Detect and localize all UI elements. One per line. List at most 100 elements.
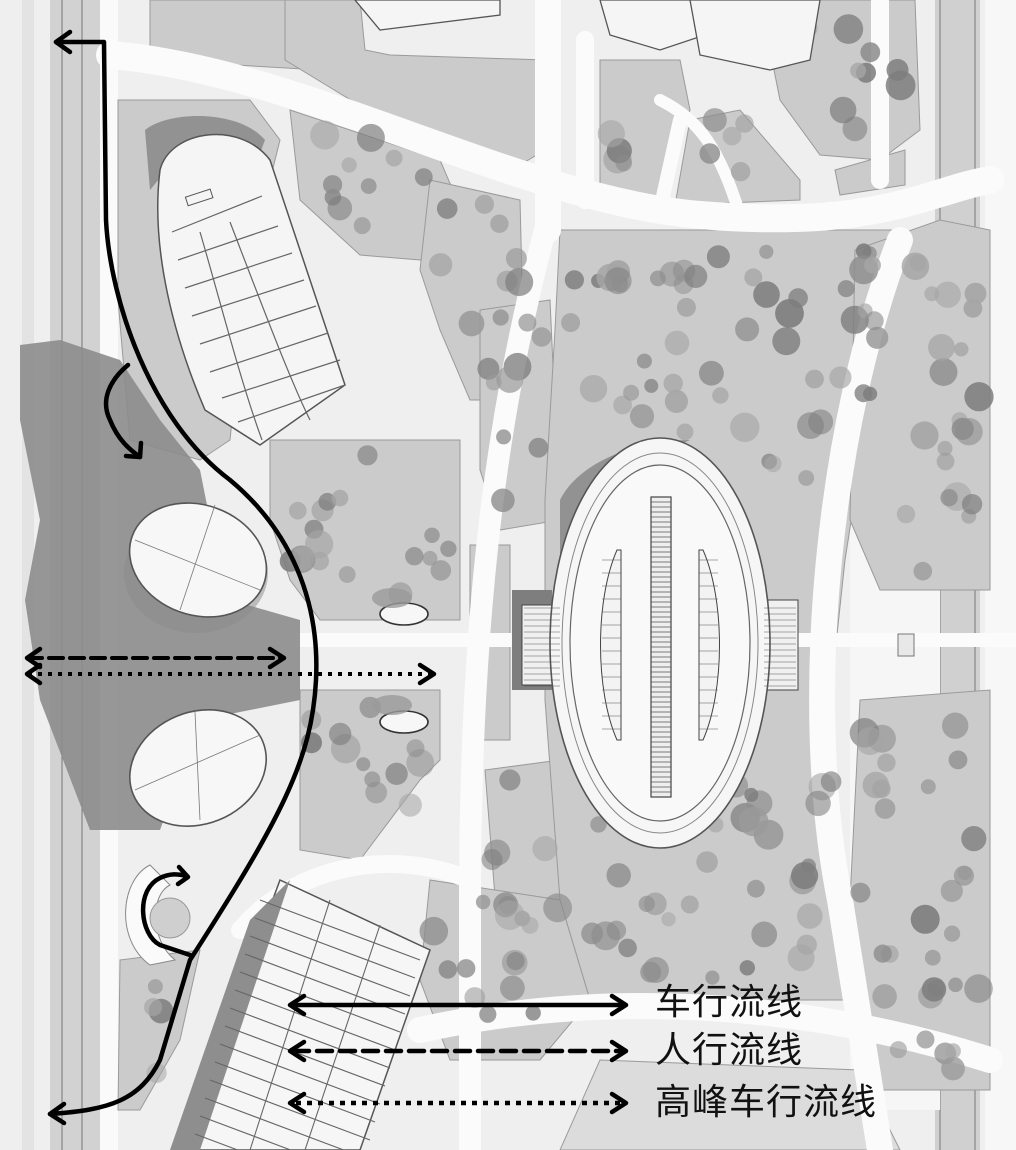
roof-panel-line [239, 971, 401, 1033]
tree [525, 1005, 541, 1021]
tree [357, 445, 378, 466]
tree [864, 311, 884, 331]
tree [829, 96, 857, 124]
legend-arrow-dotted-left [287, 1091, 307, 1115]
peak-arrowhead-east [417, 662, 437, 686]
vehicle-arrowhead-nw [53, 29, 73, 55]
tree [618, 938, 637, 958]
tree [941, 1056, 965, 1081]
tree [428, 253, 453, 277]
tree [753, 281, 780, 308]
tree [505, 248, 527, 269]
tree [613, 395, 632, 415]
tree [934, 281, 961, 308]
vehicle-route-drop-off-north [103, 362, 143, 460]
tree [606, 920, 627, 941]
tree [873, 944, 892, 963]
tree [365, 781, 388, 804]
building-northwest [157, 133, 346, 446]
tree [664, 330, 690, 356]
tree [964, 382, 994, 412]
tree [385, 149, 403, 167]
tree [924, 949, 941, 966]
tree [833, 14, 864, 44]
roof-panel-line [224, 1025, 386, 1087]
central-stadium [512, 437, 799, 849]
legend-arrow-dotted-right [609, 1091, 629, 1115]
roof-rib [249, 899, 331, 1150]
tree [636, 353, 652, 369]
tree [872, 984, 897, 1009]
tree [144, 998, 163, 1017]
tree [338, 566, 356, 583]
tree [531, 327, 552, 347]
tree [856, 727, 884, 756]
vehicle-arrowhead-sw [47, 1101, 67, 1126]
vehicle-arrowhead-turnaround [175, 864, 191, 887]
tree [744, 787, 759, 802]
tree [787, 944, 815, 972]
tree [629, 404, 655, 429]
tree [928, 334, 955, 361]
tree [532, 836, 558, 862]
tree [916, 1030, 935, 1049]
tree [606, 863, 631, 888]
tree [579, 375, 608, 403]
roof-panel-line [259, 899, 421, 961]
tree [406, 739, 425, 758]
tree [494, 900, 525, 930]
roof-panel-line [199, 1115, 293, 1150]
tree [885, 70, 916, 101]
tree [500, 975, 525, 1001]
tree [398, 793, 422, 817]
tree [896, 504, 916, 524]
tree [735, 317, 760, 342]
tree [877, 753, 896, 772]
tree [640, 961, 662, 983]
roof-rib [304, 924, 381, 1150]
pedestrian-arrowhead-west [24, 646, 43, 670]
tree [561, 313, 581, 333]
tree [706, 245, 730, 269]
tree [759, 244, 774, 259]
tree [951, 417, 974, 440]
tree [353, 217, 371, 235]
tree [722, 126, 742, 146]
tree [659, 261, 685, 287]
flow-lines [24, 29, 629, 1126]
legend-label-peak-vehicle: 高峰车行流线 [655, 1082, 878, 1123]
tree [860, 42, 881, 63]
tree [872, 779, 891, 798]
tree [424, 527, 440, 543]
tree [474, 194, 494, 214]
legend-label-vehicle: 车行流线 [655, 982, 804, 1023]
tree [944, 925, 961, 942]
tree [543, 893, 572, 923]
tree [496, 365, 524, 393]
roof-panel-line [254, 917, 416, 979]
tree [798, 470, 815, 486]
pedestrian-arrowhead-east [267, 646, 287, 670]
tree [458, 310, 485, 337]
tree [676, 297, 696, 317]
tree [684, 264, 708, 288]
tree [491, 488, 515, 513]
tree [936, 452, 955, 471]
tree [581, 922, 603, 945]
tree [948, 977, 963, 993]
roundabout [125, 864, 191, 966]
roof-panel-line [249, 935, 411, 997]
tree [699, 143, 721, 164]
tree [739, 960, 755, 976]
tree [909, 254, 927, 272]
building-west-oval-south [128, 709, 268, 827]
tree [855, 243, 872, 259]
vehicle-arrowhead-drop-off [123, 440, 144, 460]
tree [730, 412, 760, 442]
tree [730, 162, 751, 182]
tree [661, 912, 676, 927]
tree [528, 437, 549, 458]
buildings-north [354, 0, 821, 71]
legend-arrow-solid-right [609, 993, 629, 1017]
